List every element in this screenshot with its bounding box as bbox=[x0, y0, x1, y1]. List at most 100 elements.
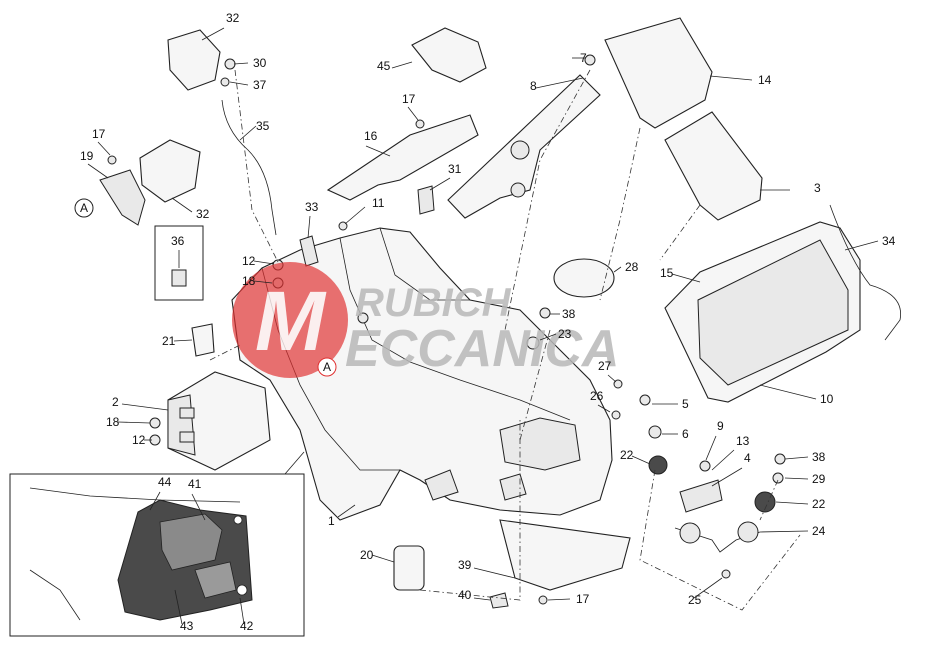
part-number-label: 17 bbox=[576, 592, 590, 606]
heatshield-part bbox=[326, 114, 479, 201]
cable-part bbox=[221, 99, 277, 236]
leader-line bbox=[253, 280, 273, 284]
part-number-label: 39 bbox=[458, 558, 472, 572]
part-number-label: 37 bbox=[253, 78, 267, 92]
part-number-label: 35 bbox=[256, 119, 270, 133]
part-number-label: 10 bbox=[820, 392, 834, 406]
part-number-label: 38 bbox=[562, 307, 576, 321]
part-number-label: 26 bbox=[590, 389, 604, 403]
part-number-label: 17 bbox=[92, 127, 106, 141]
ecu-box-part bbox=[167, 371, 271, 471]
leader-line bbox=[759, 530, 809, 533]
watermark-line1: RUBICH bbox=[355, 281, 512, 325]
reference-marker-label: A bbox=[80, 201, 88, 215]
leader-line bbox=[97, 141, 111, 156]
part-number-label: 32 bbox=[196, 207, 210, 221]
part-number-label: 2 bbox=[112, 395, 119, 409]
plug-part bbox=[393, 545, 425, 591]
part-number-label: 43 bbox=[180, 619, 194, 633]
part-number-label: 13 bbox=[736, 434, 750, 448]
part-number-label: 19 bbox=[80, 149, 94, 163]
watermark: M RUBICH ECCANICA bbox=[232, 262, 619, 378]
reference-marker-label: A bbox=[323, 360, 331, 374]
part-number-label: 22 bbox=[812, 497, 826, 511]
leader-line bbox=[337, 504, 356, 518]
part-number-label: 7 bbox=[580, 51, 587, 65]
leader-line bbox=[117, 421, 151, 424]
part-number-label: 25 bbox=[688, 593, 702, 607]
part-number-label: 28 bbox=[625, 260, 639, 274]
leader-line bbox=[607, 374, 617, 383]
relay-parts bbox=[99, 29, 221, 226]
leader-line bbox=[407, 106, 419, 121]
part-number-label: 24 bbox=[812, 524, 826, 538]
leader-line bbox=[759, 384, 817, 400]
leader-line bbox=[174, 589, 183, 625]
part-number-label: 17 bbox=[402, 92, 416, 106]
part-number-label: 4 bbox=[744, 451, 751, 465]
reference-marker: A bbox=[317, 357, 337, 377]
detail-inset bbox=[9, 451, 305, 637]
leader-line bbox=[253, 260, 275, 265]
leader-line bbox=[693, 577, 723, 599]
battery-tray-part bbox=[664, 204, 902, 403]
leader-line bbox=[201, 27, 225, 41]
part-number-label: 16 bbox=[364, 129, 378, 143]
ring-parts bbox=[674, 521, 761, 553]
leader-line bbox=[631, 455, 651, 465]
leader-line bbox=[711, 467, 743, 487]
watermark-logo-letter: M bbox=[255, 274, 327, 368]
part-number-label: 18 bbox=[242, 274, 256, 288]
bracket-lower-part bbox=[499, 519, 631, 591]
leader-line bbox=[473, 567, 516, 579]
grommet-part bbox=[191, 323, 215, 357]
part-number-label: 5 bbox=[682, 397, 689, 411]
relay-cover-part bbox=[411, 27, 487, 83]
leader-line bbox=[307, 215, 311, 239]
leader-line bbox=[784, 477, 809, 480]
part-number-label: 30 bbox=[253, 56, 267, 70]
leader-line bbox=[391, 61, 413, 69]
leader-line bbox=[229, 81, 249, 86]
leader-line bbox=[171, 197, 193, 213]
leader-line bbox=[173, 339, 193, 342]
part-number-label: 45 bbox=[377, 59, 391, 73]
leader-line bbox=[233, 62, 249, 65]
part-number-label: 34 bbox=[882, 234, 896, 248]
part-number-label: 8 bbox=[530, 79, 537, 93]
part-number-label: 18 bbox=[106, 415, 120, 429]
leader-line bbox=[705, 435, 717, 461]
part-number-label: 21 bbox=[162, 334, 176, 348]
part-number-label: 12 bbox=[132, 433, 146, 447]
part-number-label: 33 bbox=[305, 200, 319, 214]
part-number-label: 42 bbox=[240, 619, 254, 633]
leader-line bbox=[371, 554, 395, 563]
leader-line bbox=[429, 177, 451, 191]
part-number-label: 31 bbox=[448, 162, 462, 176]
part-number-label: 3 bbox=[814, 181, 821, 195]
part-number-label: 9 bbox=[717, 419, 724, 433]
part-number-label: 29 bbox=[812, 472, 826, 486]
leader-line bbox=[613, 266, 622, 273]
part-number-label: 27 bbox=[598, 359, 612, 373]
part-number-label: 41 bbox=[188, 477, 202, 491]
part-number-label: 44 bbox=[158, 475, 172, 489]
part-number-label: 36 bbox=[171, 234, 185, 248]
part-number-label: 14 bbox=[758, 73, 772, 87]
leader-line bbox=[239, 597, 245, 625]
part-number-label: 40 bbox=[458, 588, 472, 602]
part-number-label: 32 bbox=[226, 11, 240, 25]
leader-line bbox=[121, 403, 169, 411]
reference-marker: A bbox=[74, 198, 94, 218]
leader-line bbox=[191, 493, 206, 521]
watermark-line2: ECCANICA bbox=[345, 320, 619, 378]
watermark-logo bbox=[232, 262, 348, 378]
cover-panels bbox=[604, 17, 763, 221]
mount-part bbox=[648, 455, 668, 475]
leader-line bbox=[671, 273, 701, 283]
part-number-label: 23 bbox=[558, 327, 572, 341]
leader-line bbox=[539, 333, 557, 341]
leader-line bbox=[709, 75, 753, 81]
bracket-part bbox=[447, 74, 601, 219]
